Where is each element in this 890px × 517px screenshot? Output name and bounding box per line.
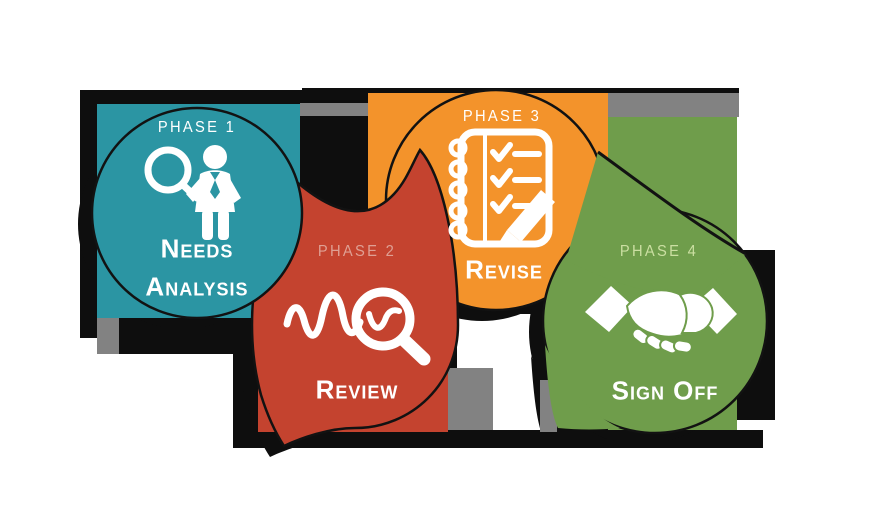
- person-left-arm: [186, 177, 208, 202]
- notebook-cover: [457, 128, 553, 248]
- lens-handle: [397, 333, 431, 366]
- phase-4-tail: [545, 345, 620, 430]
- person-right-arm: [223, 177, 241, 203]
- gray-square-left: [97, 317, 119, 354]
- waveform-magnifier-icon: [283, 287, 431, 366]
- phase-4-tag: PHASE 4: [619, 243, 699, 260]
- handshake-icon: [585, 286, 737, 355]
- handshake-knuckles: [631, 327, 693, 355]
- handshake-left-cuff: [585, 286, 633, 332]
- person-magnifier-icon: [144, 145, 241, 240]
- phase-4-neck: [566, 152, 746, 300]
- phase-3-title: Revise: [465, 254, 543, 285]
- gray-square-bottom: [448, 368, 493, 430]
- person-head: [203, 145, 227, 169]
- handshake-front-hand: [678, 291, 714, 334]
- top-right-shadow-line: [593, 88, 739, 95]
- gray-strip-top-right: [606, 93, 739, 117]
- phase-2-tag: PHASE 2: [317, 243, 397, 260]
- gray-accents: [97, 93, 739, 432]
- pencil-tip: [498, 230, 521, 244]
- phase-2-title: Review: [315, 374, 399, 405]
- checklist-marks: [490, 142, 542, 214]
- phase-3-tag: PHASE 3: [462, 108, 542, 125]
- waveform-squiggle: [283, 291, 364, 339]
- pencil-body: [507, 190, 555, 242]
- notebook-rings: [448, 138, 468, 240]
- phase-1-title-line-1: Needs: [160, 233, 234, 264]
- lens-wave-check: [366, 307, 402, 331]
- phase-1-tag: PHASE 1: [157, 119, 237, 136]
- gray-strip-top-left: [300, 103, 368, 116]
- phase-1-blob: [90, 106, 304, 320]
- person-tie: [210, 172, 220, 199]
- phase-2-blob: [250, 147, 460, 448]
- person-left-leg: [202, 210, 213, 240]
- phase-4-title: Sign Off: [611, 375, 719, 406]
- person-right-leg: [218, 210, 229, 240]
- phase-4-neck-outline: [597, 150, 747, 256]
- magnifier-ring: [144, 146, 192, 194]
- lens-ring: [351, 287, 415, 351]
- phase-1-title-line-2: Analysis: [145, 271, 249, 302]
- notebook-checklist-icon: [448, 128, 555, 248]
